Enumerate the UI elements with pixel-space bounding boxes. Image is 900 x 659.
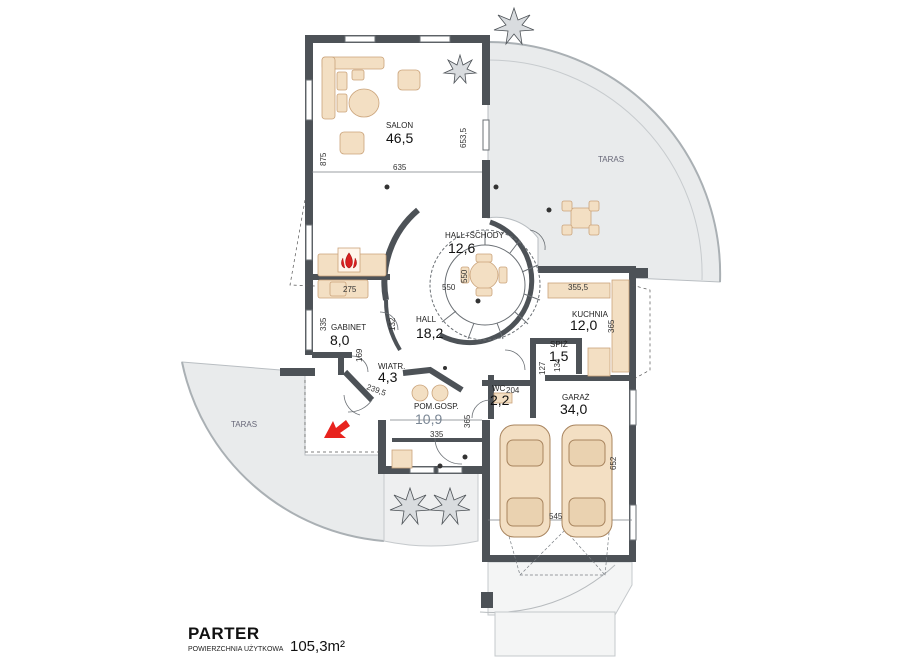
- room-area-pantry: 1,5: [549, 348, 569, 364]
- room-name-pantry: SPIŻ: [550, 340, 568, 349]
- plan-title-block: PARTER POWIERZCHNIA UŻYTKOWA 105,3m²: [188, 624, 388, 658]
- dim-garage-width: 545: [549, 512, 563, 521]
- terrace-label-west: TARAS: [231, 420, 257, 429]
- dim-hall-stairs-width: 550: [442, 283, 456, 292]
- fireplace-icon: [341, 252, 357, 269]
- terrace-west-outer-arc: [181, 361, 385, 542]
- stair-curved-wall-2: [383, 299, 402, 352]
- dim-utility-width: 335: [430, 430, 444, 439]
- room-name-hall: HALL: [416, 315, 437, 324]
- outer-walls: [280, 35, 648, 608]
- dim-wc: 204: [506, 386, 520, 395]
- room-area-vestibule: 4,3: [378, 369, 398, 385]
- room-name-salon: SALON: [386, 121, 413, 130]
- driveway: [487, 561, 633, 616]
- entrance-arrow-icon: [324, 420, 350, 438]
- front-steps: [494, 611, 616, 657]
- dim-kitchen-width: 355,5: [568, 283, 589, 292]
- dim-pantry-b: 134: [553, 358, 562, 372]
- door-swings: [343, 229, 546, 465]
- column-markers: [384, 184, 552, 469]
- stair-outline: [438, 219, 535, 346]
- car-1: [499, 424, 551, 538]
- dim-hall-door: 132: [388, 317, 397, 331]
- room-area-salon: 46,5: [386, 130, 413, 146]
- room-area-hall: 18,2: [416, 325, 443, 341]
- dim-vestibule-a: 169: [355, 348, 364, 362]
- room-name-vestibule: WIATR.: [378, 362, 405, 371]
- dim-salon-side: 875: [319, 152, 328, 166]
- overhang-lines: [289, 199, 651, 453]
- room-name-kitchen: KUCHNIA: [572, 310, 609, 319]
- terrace-label-east: TARAS: [598, 155, 624, 164]
- dim-utility-length: 365: [463, 414, 472, 428]
- room-name-office: GABINET: [331, 323, 366, 332]
- plan-total-area: 105,3m²: [290, 638, 346, 655]
- room-name-utility: POM.GOSP.: [414, 402, 459, 411]
- dim-hall-stairs-length: 550: [460, 269, 469, 283]
- room-area-utility: 10,9: [415, 411, 442, 427]
- dim-office-length: 335: [319, 317, 328, 331]
- dim-pantry-a: 127: [538, 361, 547, 375]
- plan-subtitle: POWIERZCHNIA UŻYTKOWA: [188, 646, 284, 653]
- room-area-hall-stairs: 12,6: [448, 240, 475, 256]
- front-planter: [383, 469, 479, 547]
- dim-office-width: 275: [343, 285, 357, 294]
- furniture: [317, 56, 630, 469]
- terrace-east-outer-arc: [487, 41, 722, 283]
- car-2: [561, 424, 613, 538]
- room-name-garage: GARAŻ: [562, 393, 590, 402]
- room-name-wc: WC: [492, 384, 506, 393]
- room-area-wc: 2,2: [490, 392, 510, 408]
- dim-salon-length: 653,5: [459, 127, 468, 148]
- vestibule-walls: [342, 366, 464, 403]
- terrace-east-inner-arc: [487, 59, 703, 281]
- dim-kitchen-length: 365: [607, 319, 616, 333]
- room-area-kitchen: 12,0: [570, 317, 597, 333]
- room-area-office: 8,0: [330, 332, 350, 348]
- room-area-garage: 34,0: [560, 401, 587, 417]
- dim-salon-width: 635: [393, 163, 407, 172]
- dim-garage-length: 652: [609, 456, 618, 470]
- room-name-hall-stairs: HALL+SCHODY: [445, 231, 505, 240]
- stair-curved-wall: [381, 207, 420, 301]
- plant-icon: [389, 6, 535, 526]
- windows: [305, 35, 637, 541]
- interior-walls: [312, 274, 635, 442]
- interior-floor: [312, 40, 632, 562]
- stair-treads: [429, 229, 541, 341]
- plan-title: PARTER: [188, 624, 260, 643]
